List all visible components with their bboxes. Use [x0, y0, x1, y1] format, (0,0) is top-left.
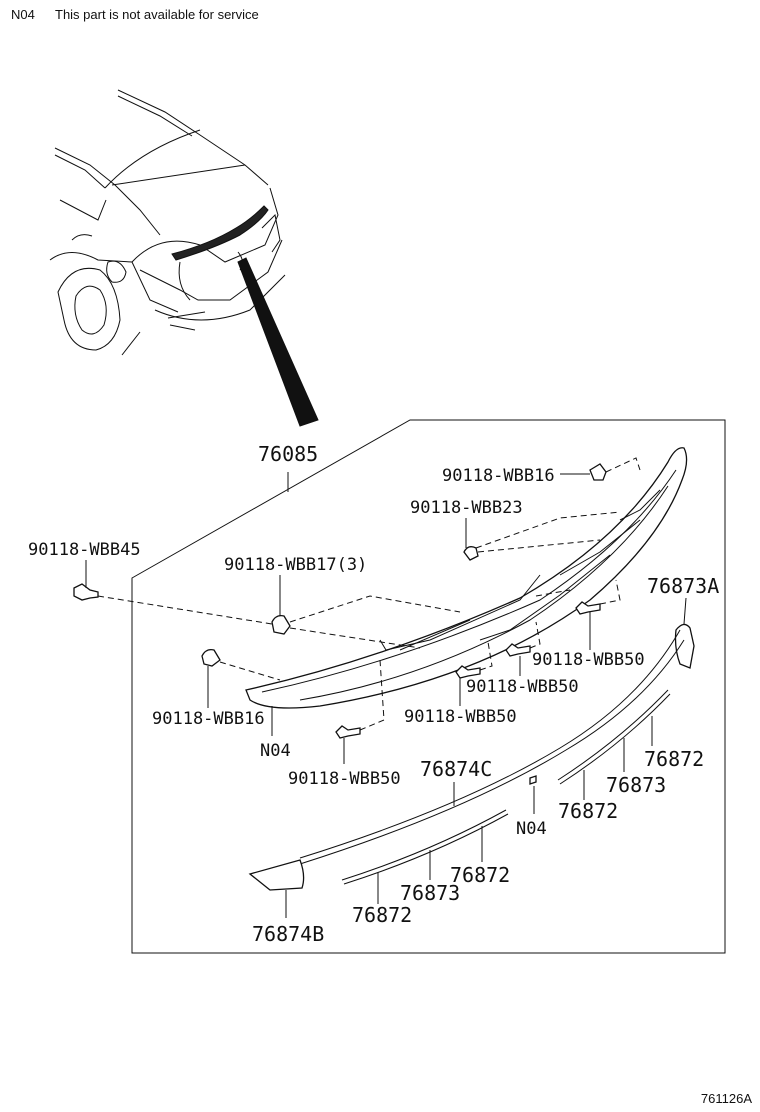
- garnish-76874b: [248, 859, 305, 891]
- fastener-wbb45: [73, 583, 99, 601]
- label-wbb50-mid: 90118-WBB50: [466, 677, 579, 697]
- label-wbb45: 90118-WBB45: [28, 540, 141, 560]
- fastener-wbb23: [463, 546, 479, 561]
- label-76872-l1: 76872: [450, 863, 510, 887]
- fastener-wbb50-mid: [505, 643, 531, 657]
- fastener-wbb17: [271, 614, 291, 635]
- label-76085: 76085: [258, 442, 318, 466]
- label-76874b: 76874B: [252, 922, 324, 946]
- assembly-frame: [131, 419, 726, 954]
- label-wbb16-left: 90118-WBB16: [152, 709, 265, 729]
- fastener-wbb50-low: [455, 665, 481, 679]
- label-76872-r1: 76872: [644, 747, 704, 771]
- header-code: N04: [11, 7, 35, 22]
- label-76872-r2: 76872: [558, 799, 618, 823]
- fastener-wbb50-right: [575, 601, 601, 615]
- garnish-76873a: [299, 623, 695, 865]
- strip-lower: [341, 809, 509, 885]
- reference-code: 761126A: [700, 1091, 752, 1106]
- label-76873-r: 76873: [606, 773, 666, 797]
- strip-upper: [557, 689, 671, 785]
- n04-clip: [529, 775, 537, 785]
- label-76874c: 76874C: [420, 757, 492, 781]
- fastener-wbb50-bottom: [335, 725, 361, 739]
- label-76872-l2: 76872: [352, 903, 412, 927]
- label-wbb17: 90118-WBB17(3): [224, 555, 367, 575]
- label-wbb23: 90118-WBB23: [410, 498, 523, 518]
- label-76873-l: 76873: [400, 881, 460, 905]
- label-n04-right: N04: [516, 819, 547, 839]
- spoiler-body: [245, 447, 688, 709]
- header-note: This part is not available for service: [55, 7, 259, 22]
- fastener-wbb16-top: [589, 463, 607, 481]
- label-n04-left: N04: [260, 741, 291, 761]
- label-76873a: 76873A: [647, 574, 719, 598]
- label-wbb50-low: 90118-WBB50: [404, 707, 517, 727]
- label-wbb50-right: 90118-WBB50: [532, 650, 645, 670]
- callout-arrow: [237, 257, 319, 427]
- vehicle-illustration: [49, 89, 286, 356]
- label-wbb16-top: 90118-WBB16: [442, 466, 555, 486]
- label-wbb50-bottom: 90118-WBB50: [288, 769, 401, 789]
- fastener-wbb16-left: [201, 648, 221, 667]
